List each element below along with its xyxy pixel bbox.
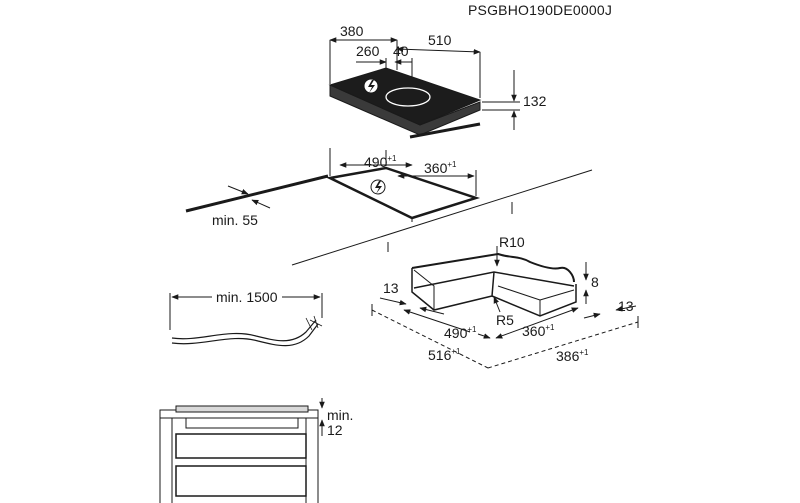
hob-zone-gap-label: 40 — [393, 43, 409, 59]
cable-length-label: min. 1500 — [216, 289, 278, 305]
installation-section: min. 12 — [159, 398, 353, 503]
electrical-hazard-icon — [363, 78, 379, 94]
drawer-front-2 — [175, 465, 307, 497]
cutout-depth-label: 360+1 — [424, 160, 457, 176]
hob-zone-offset-label: 260 — [356, 43, 380, 59]
product-code: PSGBHO190DE0000J — [468, 2, 612, 18]
hob-in-worktop — [175, 405, 309, 413]
worktop-cutout-illustration: 490+1 360+1 min. 55 — [185, 122, 593, 266]
cutout-width-label: 490+1 — [364, 154, 397, 170]
cable-line-a — [171, 319, 317, 342]
hob-height-label: 132 — [523, 93, 547, 109]
frame-inner-width-label: 490+1 — [444, 325, 477, 341]
frame-right-margin-label: 13 — [618, 298, 634, 314]
frame-lip-label: 8 — [591, 274, 599, 290]
hob-depth-label: 380 — [340, 23, 364, 39]
frame-outer-radius-label: R10 — [499, 234, 525, 250]
frame-outer-top — [411, 252, 575, 283]
frame-outer-width-label: 516+1 — [428, 347, 461, 363]
frame-illustration: R10 R5 8 13 13 490+1 360+1 516+1 — [371, 234, 639, 369]
cable-line-b — [171, 323, 319, 347]
electrical-hazard-icon — [370, 179, 386, 195]
hob-width-label: 510 — [428, 32, 452, 48]
front-edge-distance-label: min. 55 — [212, 212, 258, 228]
frame-outer-depth-label: 386+1 — [556, 348, 589, 364]
hob-illustration: 380 510 260 40 132 — [328, 23, 547, 136]
hob-body-section — [185, 417, 299, 429]
cutout-opening — [326, 166, 481, 220]
frame-left-margin-label: 13 — [383, 280, 399, 296]
drawer-front-1 — [175, 433, 307, 459]
cable-wire-ends — [305, 315, 323, 331]
frame-inner-depth-label: 360+1 — [522, 323, 555, 339]
cable-illustration: min. 1500 — [169, 289, 323, 347]
clearance-label-min: min. — [327, 407, 353, 423]
clearance-label-value: 12 — [327, 422, 343, 438]
frame-inner-radius-label: R5 — [496, 312, 514, 328]
cooking-zone — [385, 87, 431, 107]
